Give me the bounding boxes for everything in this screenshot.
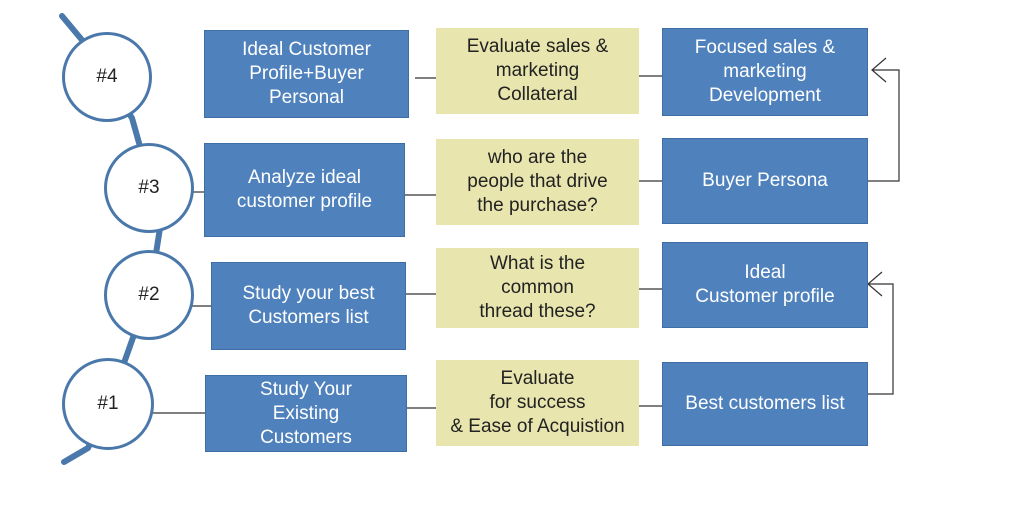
step3-box-3: Buyer Persona bbox=[662, 138, 868, 224]
step-badge-4: #4 bbox=[62, 32, 152, 122]
step1-box-1: Study Your Existing Customers bbox=[205, 375, 407, 452]
step1-box-3: Best customers list bbox=[662, 362, 868, 446]
step2-box-1: Study your best Customers list bbox=[211, 262, 406, 350]
step-badge-2: #2 bbox=[104, 250, 194, 340]
step4-box-3: Focused sales & marketing Development bbox=[662, 28, 868, 116]
step3-box-1: Analyze ideal customer profile bbox=[204, 143, 405, 237]
arrowhead-lower bbox=[867, 271, 883, 297]
feedback-arrow-upper bbox=[868, 69, 900, 182]
feedback-arrow-lower bbox=[868, 283, 894, 395]
arrowhead-upper bbox=[871, 57, 887, 83]
step4-box-1: Ideal Customer Profile+Buyer Personal bbox=[204, 30, 409, 118]
step-badge-3: #3 bbox=[104, 143, 194, 233]
step3-box-2: who are the people that drive the purcha… bbox=[436, 139, 639, 225]
step2-box-3: Ideal Customer profile bbox=[662, 242, 868, 328]
step4-box-2: Evaluate sales & marketing Collateral bbox=[436, 28, 639, 114]
step-badge-1: #1 bbox=[62, 358, 154, 450]
step2-box-2: What is the common thread these? bbox=[436, 248, 639, 328]
step1-box-2: Evaluate for success & Ease of Acquistio… bbox=[436, 360, 639, 446]
